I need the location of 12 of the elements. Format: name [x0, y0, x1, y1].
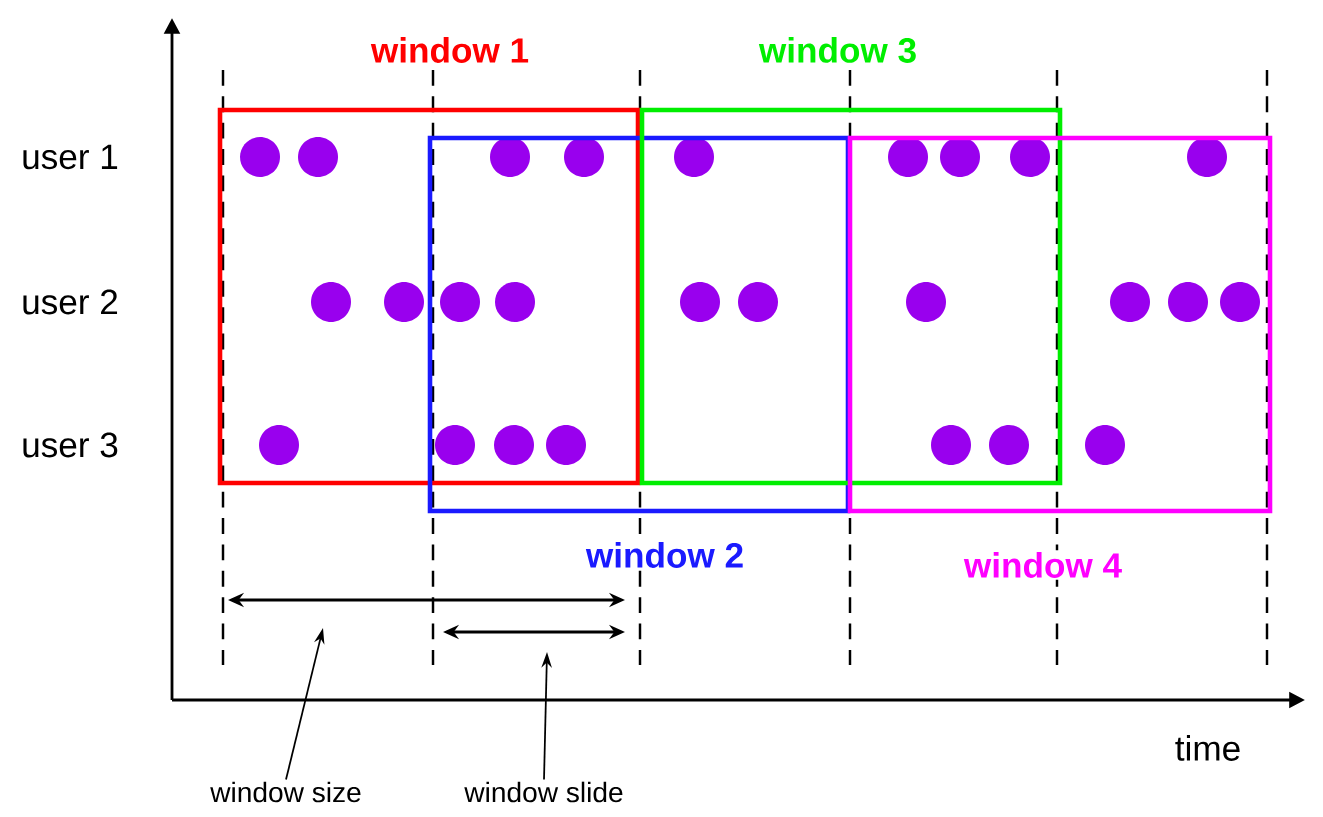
axis-label: time: [1175, 735, 1240, 761]
row-label: user 1: [23, 144, 118, 170]
node-label: window 2: [585, 542, 743, 568]
node-label: window 4: [963, 552, 1122, 578]
annotation-text: window size: [210, 781, 361, 803]
row-label: user 3: [23, 432, 118, 458]
node-label: window 3: [758, 37, 916, 63]
row-label: user 2: [23, 289, 118, 315]
node-label: window 1: [370, 37, 529, 63]
annotation-text: window slide: [464, 781, 623, 803]
window-box: window 4: [847, 135, 1273, 580]
window-box: window 2: [427, 135, 851, 570]
